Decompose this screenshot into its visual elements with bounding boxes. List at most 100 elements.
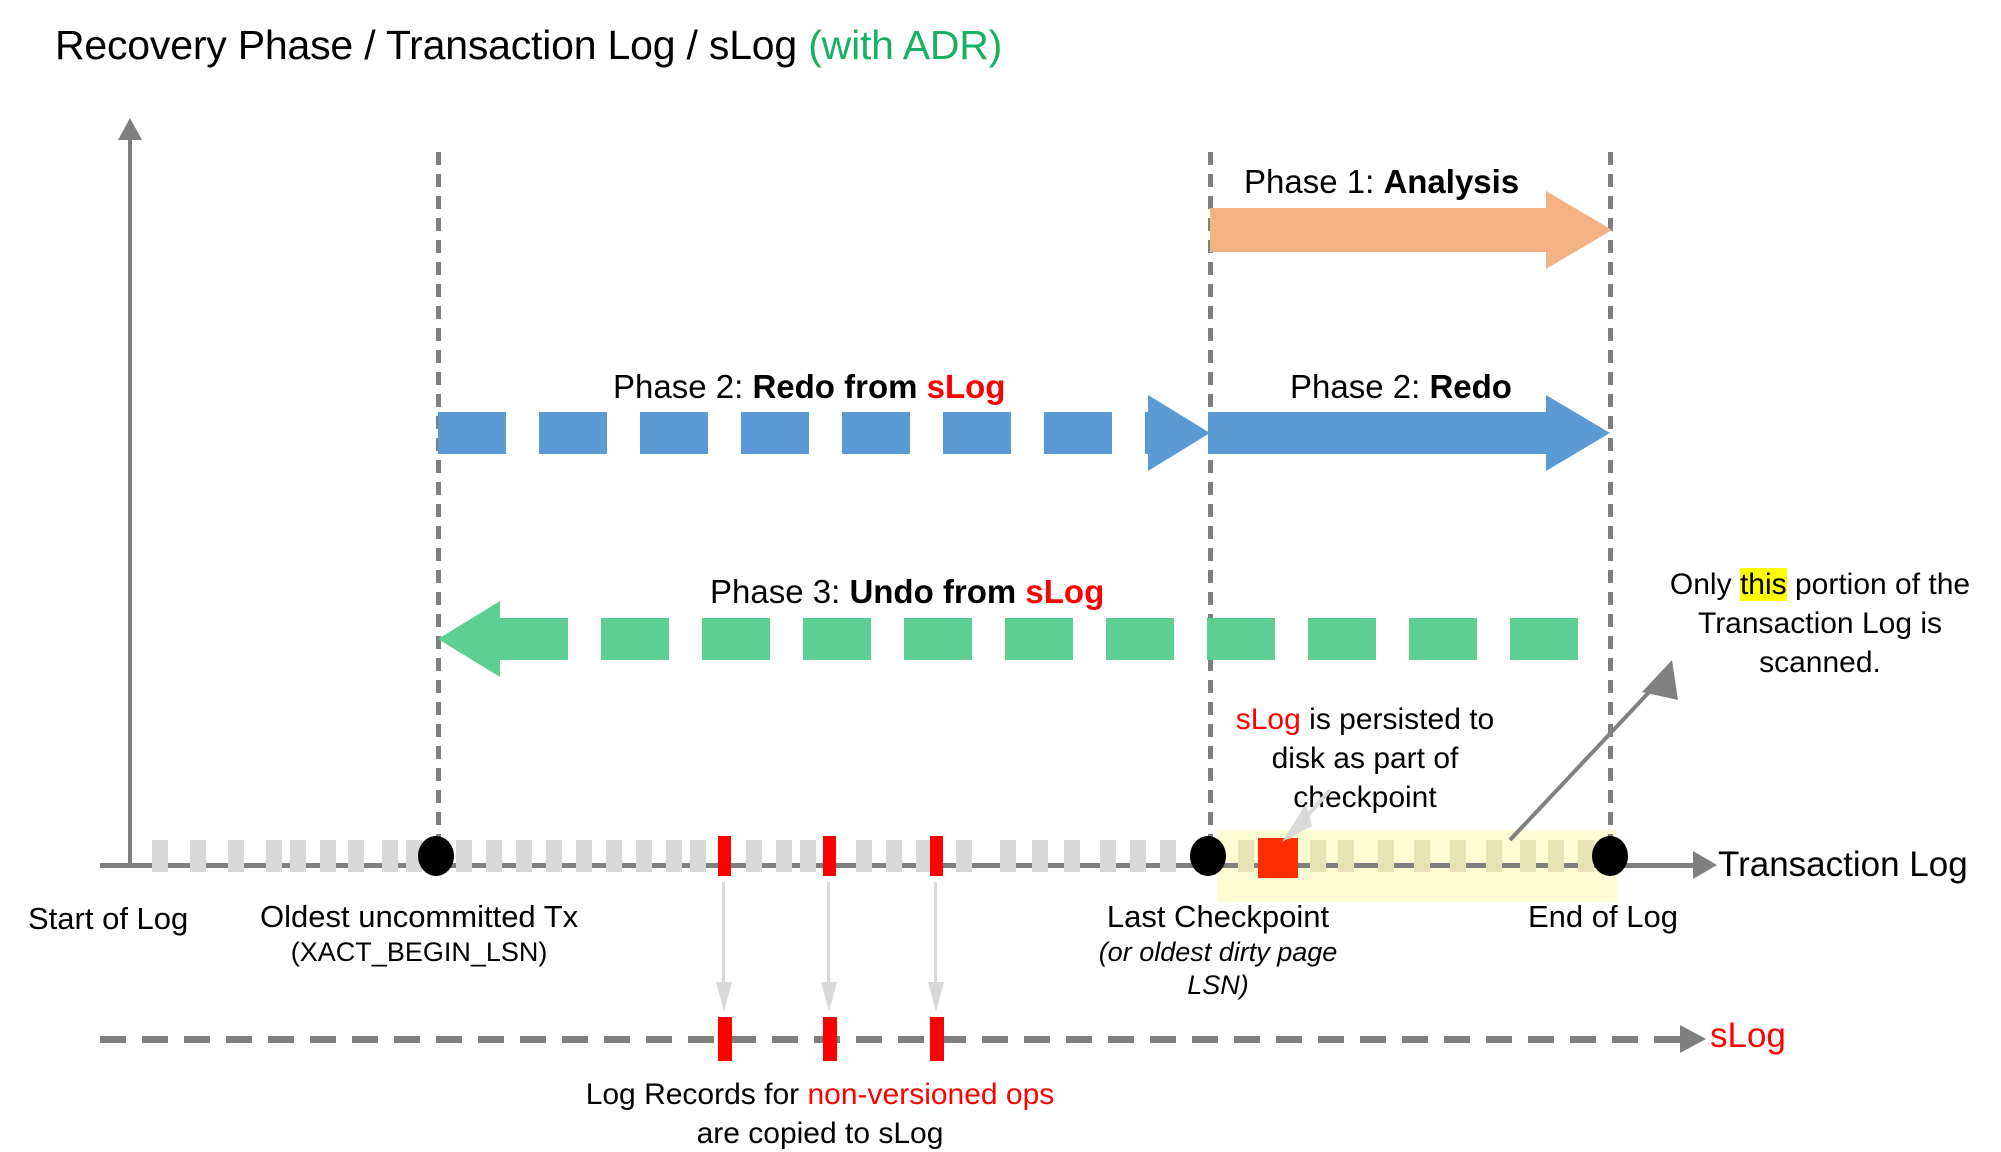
transaction-log-arrowhead-icon — [1693, 851, 1717, 879]
label-oldest-tx-sub: (XACT_BEGIN_LSN) — [290, 936, 548, 967]
log-record-tick — [1378, 840, 1394, 872]
log-record-tick — [1130, 840, 1146, 872]
log-record-tick — [1338, 840, 1354, 872]
log-record-tick — [1578, 840, 1594, 872]
log-record-tick — [636, 840, 652, 872]
y-axis-line — [128, 135, 132, 865]
log-record-tick — [1160, 840, 1176, 872]
log-record-tick — [856, 840, 872, 872]
label-last-checkpoint-text: Last Checkpoint — [1106, 899, 1330, 934]
log-record-tick — [916, 840, 932, 872]
phase3-name: Undo from — [849, 573, 1026, 610]
callout-scan-before: Only — [1669, 568, 1740, 601]
label-start-of-log: Start of Log — [28, 900, 188, 938]
title-adr-suffix: (with ADR) — [808, 22, 1003, 68]
label-oldest-tx-text: Oldest uncommitted Tx — [260, 899, 579, 934]
label-last-checkpoint: Last Checkpoint (or oldest dirty page LS… — [1068, 898, 1368, 1002]
title-main: Recovery Phase / Transaction Log / sLog — [55, 22, 809, 68]
label-transaction-log: Transaction Log — [1718, 845, 1968, 884]
phase2a-redo-from-slog-dashed-bar — [438, 412, 1148, 454]
callout-copy-before: Log Records for — [585, 1078, 808, 1111]
log-record-tick — [776, 840, 792, 872]
log-record-tick — [746, 840, 762, 872]
log-record-tick — [666, 840, 682, 872]
label-end-of-log: End of Log — [1528, 898, 1678, 936]
slog-arrowhead-icon — [1680, 1025, 1706, 1053]
log-record-tick — [1310, 840, 1326, 872]
page-title: Recovery Phase / Transaction Log / sLog … — [55, 22, 1002, 69]
label-slog: sLog — [1710, 1016, 1786, 1055]
phase2a-label: Phase 2: Redo from sLog — [613, 368, 1005, 406]
phase2a-prefix: Phase 2: — [613, 368, 753, 405]
phase2b-prefix: Phase 2: — [1290, 368, 1430, 405]
log-record-tick — [228, 840, 244, 872]
log-record-tick — [606, 840, 622, 872]
log-record-tick — [348, 840, 364, 872]
phase3-prefix: Phase 3: — [710, 573, 850, 610]
log-record-tick — [1450, 840, 1466, 872]
label-start-of-log-text: Start of Log — [28, 901, 189, 936]
slog-axis-line — [100, 1036, 1680, 1043]
phase1-prefix: Phase 1: — [1244, 163, 1384, 200]
log-record-tick — [1032, 840, 1048, 872]
phase1-label: Phase 1: Analysis — [1244, 163, 1519, 201]
log-record-tick — [1238, 840, 1254, 872]
log-record-tick — [152, 840, 168, 872]
callout-copy-accent: non-versioned ops — [807, 1078, 1055, 1111]
phase2b-label: Phase 2: Redo — [1290, 368, 1512, 406]
log-record-tick — [382, 840, 398, 872]
phase3-undo-from-slog-dashed-bar — [500, 618, 1610, 660]
log-record-tick — [320, 840, 336, 872]
slog-record-tick — [823, 1017, 837, 1061]
phase2a-accent: sLog — [926, 368, 1006, 405]
log-record-tick — [290, 840, 306, 872]
callout-slog-persisted: sLog is persisted to disk as part of che… — [1230, 700, 1500, 817]
log-record-tick — [266, 840, 282, 872]
log-record-tick — [516, 840, 532, 872]
marker-dot-oldest-tx — [418, 836, 454, 876]
log-record-tick — [1414, 840, 1430, 872]
log-record-tick — [886, 840, 902, 872]
log-record-tick — [486, 840, 502, 872]
label-end-of-log-text: End of Log — [1528, 899, 1678, 934]
y-axis-arrowhead-icon — [118, 118, 142, 140]
log-record-tick — [1486, 840, 1502, 872]
log-record-tick — [800, 840, 816, 872]
phase2a-name: Redo from — [752, 368, 927, 405]
non-versioned-log-record — [930, 836, 943, 876]
log-record-tick — [956, 840, 972, 872]
checkpoint-slog-record — [1258, 838, 1298, 878]
log-record-tick — [1100, 840, 1116, 872]
log-record-tick — [1520, 840, 1536, 872]
guide-line-end-of-log — [1608, 152, 1613, 872]
slog-record-tick — [930, 1017, 944, 1061]
log-record-tick — [1000, 840, 1016, 872]
phase2b-arrowhead-icon — [1546, 395, 1610, 471]
callout-checkpoint-accent: sLog — [1235, 703, 1301, 736]
callout-scan-highlight: this — [1739, 568, 1787, 601]
non-versioned-log-record — [823, 836, 836, 876]
slog-record-tick — [718, 1017, 732, 1061]
log-record-tick — [1064, 840, 1080, 872]
marker-dot-last-checkpoint — [1190, 836, 1226, 876]
log-record-tick — [190, 840, 206, 872]
log-record-tick — [576, 840, 592, 872]
guide-line-last-checkpoint — [1208, 152, 1213, 872]
phase1-arrowhead-icon — [1546, 191, 1612, 269]
callout-copy-after: are copied to sLog — [696, 1117, 944, 1150]
non-versioned-log-record — [718, 836, 731, 876]
callout-checkpoint-rest: is persisted to disk as part of checkpoi… — [1271, 703, 1495, 814]
log-record-tick — [690, 840, 706, 872]
callout-nonversioned-copy: Log Records for non-versioned ops are co… — [560, 1075, 1080, 1152]
callout-scan-after: portion of the Transaction Log is scanne… — [1697, 568, 1971, 679]
phase3-label: Phase 3: Undo from sLog — [710, 573, 1104, 611]
phase3-accent: sLog — [1025, 573, 1105, 610]
log-record-tick — [456, 840, 472, 872]
phase2b-name: Redo — [1429, 368, 1512, 405]
log-record-tick — [546, 840, 562, 872]
phase2b-redo-arrow-bar — [1208, 412, 1548, 454]
log-record-tick — [1548, 840, 1564, 872]
label-last-checkpoint-sub: (or oldest dirty page LSN) — [1098, 936, 1338, 1000]
phase3-arrowhead-icon — [438, 601, 500, 677]
